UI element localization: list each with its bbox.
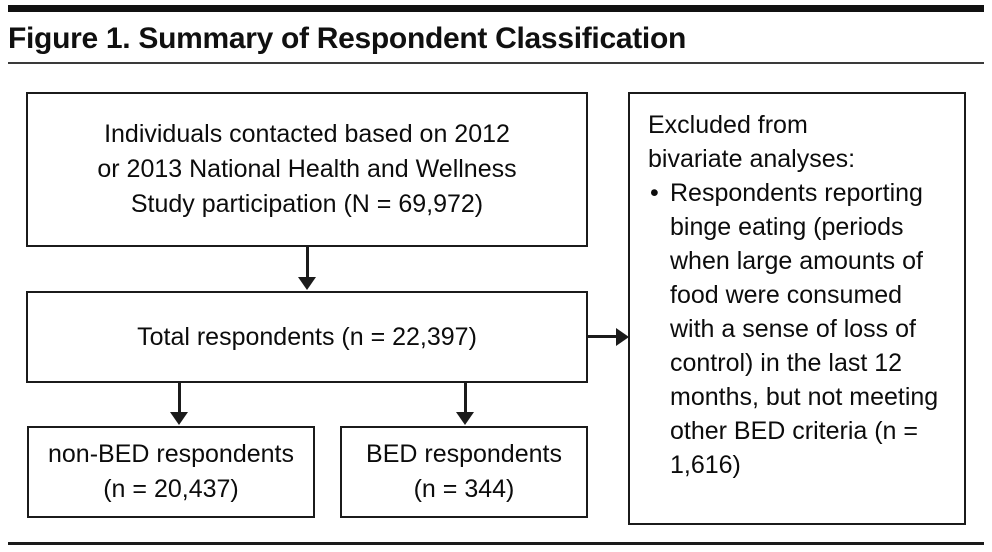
- connector-total-to-non-bed: [178, 383, 181, 415]
- node-bed-respondents: BED respondents (n = 344): [340, 426, 588, 518]
- node-individuals-contacted-label: Individuals contacted based on 2012 or 2…: [97, 120, 517, 218]
- arrowhead-down-icon: [170, 412, 188, 425]
- node-total-respondents: Total respondents (n = 22,397): [26, 291, 588, 383]
- excluded-item-text: Respondents reporting binge eating (peri…: [670, 179, 939, 479]
- connector-total-to-bed: [464, 383, 467, 415]
- node-individuals-contacted: Individuals contacted based on 2012 or 2…: [26, 92, 588, 247]
- connector-total-to-excluded: [588, 335, 619, 338]
- node-non-bed-respondents: non-BED respondents (n = 20,437): [27, 426, 315, 518]
- bottom-rule-divider: [8, 542, 984, 545]
- excluded-panel-heading: Excluded from bivariate analyses:: [648, 111, 856, 173]
- arrowhead-right-icon: [616, 328, 629, 346]
- excluded-panel-list: • Respondents reporting binge eating (pe…: [648, 176, 952, 482]
- list-item: • Respondents reporting binge eating (pe…: [648, 176, 952, 482]
- arrowhead-down-icon: [456, 412, 474, 425]
- connector-contacted-to-total: [306, 247, 309, 280]
- figure-title: Figure 1. Summary of Respondent Classifi…: [8, 22, 687, 55]
- node-non-bed-respondents-label: non-BED respondents (n = 20,437): [48, 440, 294, 503]
- bullet-icon: •: [650, 179, 659, 207]
- node-total-respondents-label: Total respondents (n = 22,397): [137, 322, 477, 351]
- node-excluded-panel: Excluded from bivariate analyses: • Resp…: [628, 92, 966, 525]
- arrowhead-down-icon: [298, 277, 316, 290]
- title-underline-divider: [8, 62, 984, 64]
- node-bed-respondents-label: BED respondents (n = 344): [366, 440, 562, 503]
- top-rule-divider: [8, 5, 984, 12]
